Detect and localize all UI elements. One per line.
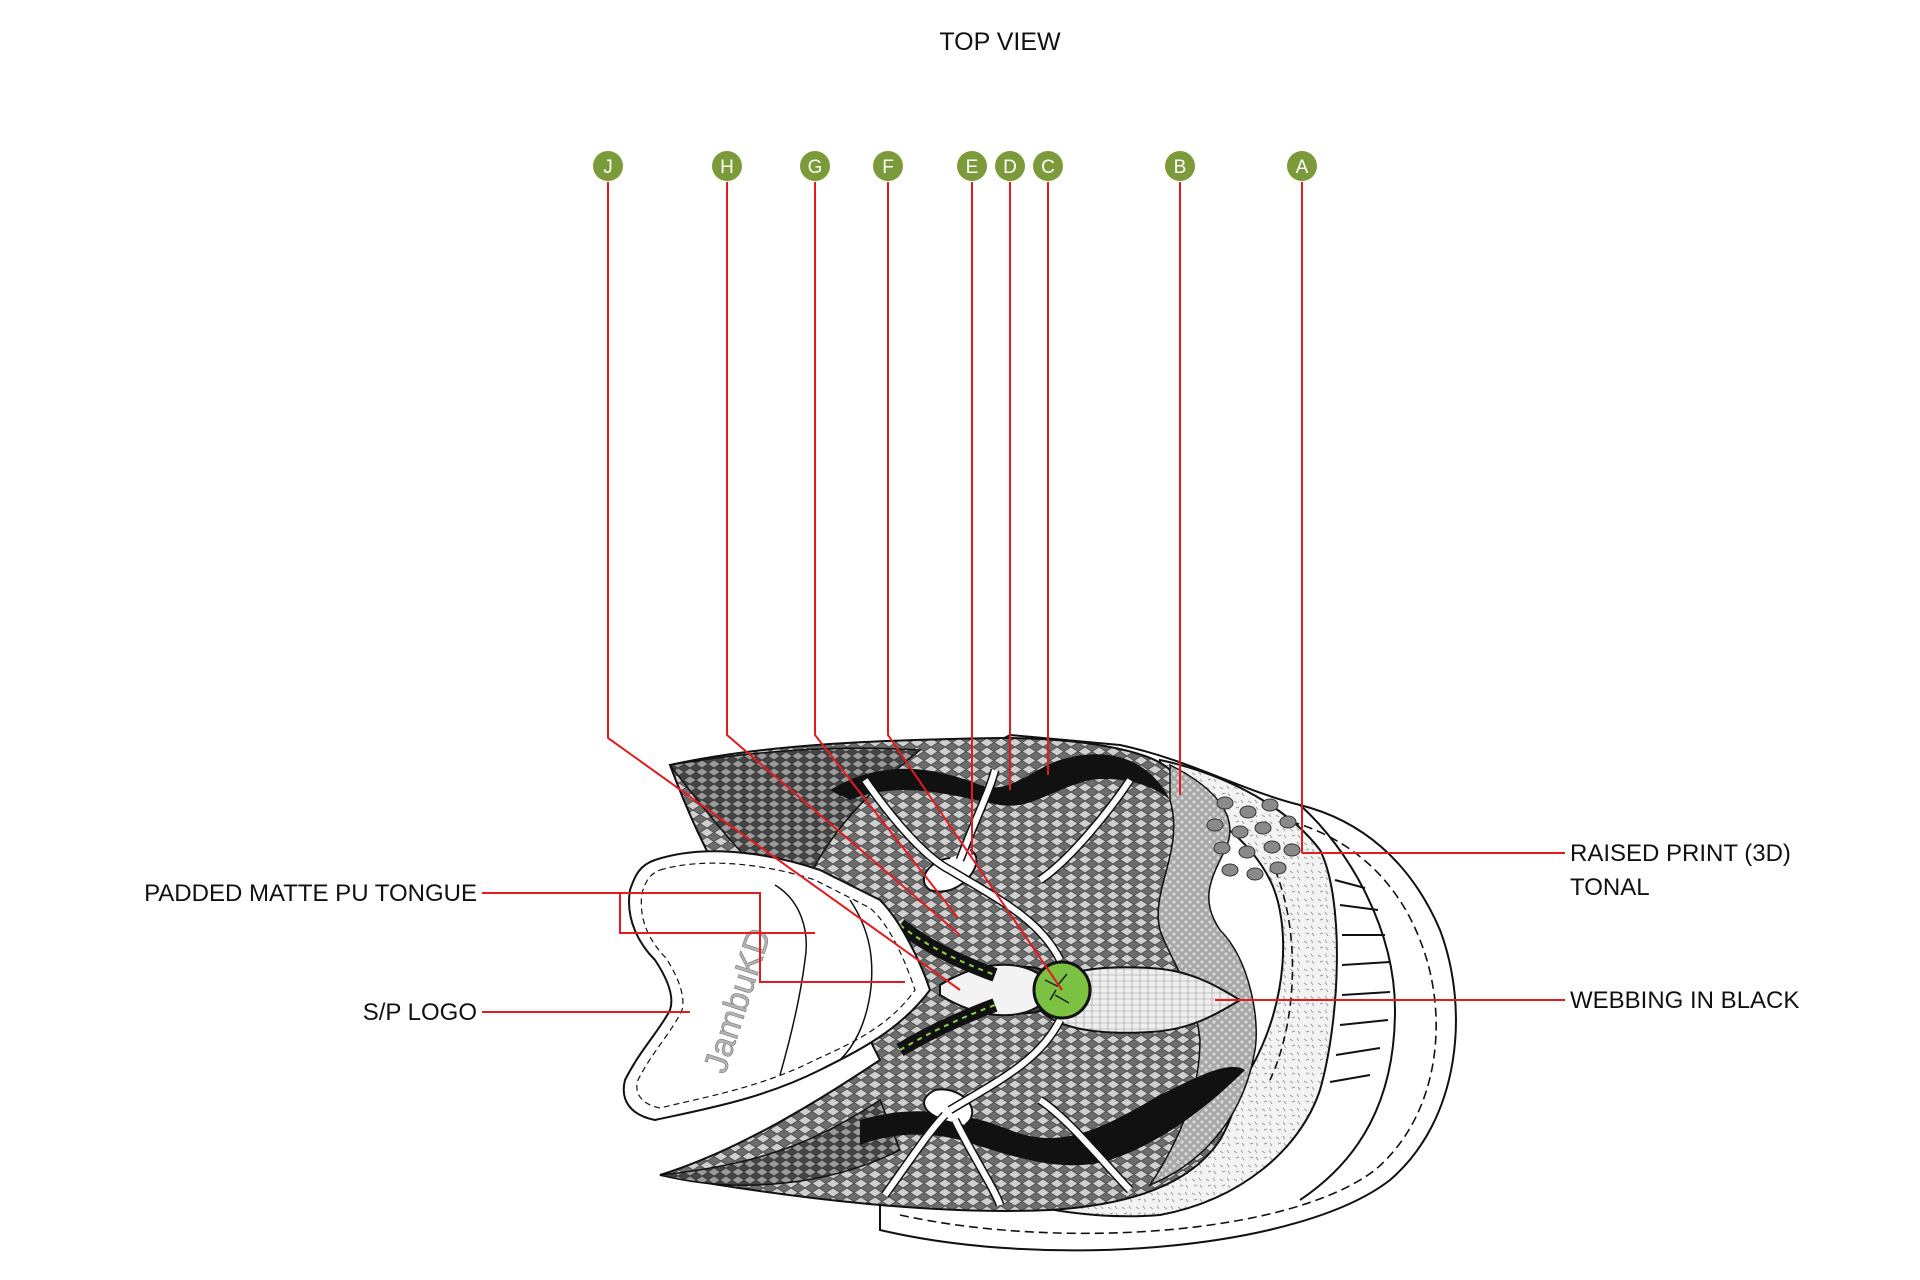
label-raised-print-tonal: TONAL — [1570, 874, 1650, 901]
callout-C-badge: C — [1033, 151, 1063, 181]
raised-print-dots — [1206, 796, 1301, 881]
svg-text:H: H — [720, 157, 734, 178]
svg-text:G: G — [808, 157, 823, 178]
tongue — [622, 850, 932, 1122]
svg-text:F: F — [882, 157, 894, 178]
callout-H-badge: H — [712, 151, 742, 181]
svg-text:B: B — [1174, 157, 1187, 178]
label-logo: S/P LOGO — [363, 999, 477, 1026]
page-title: TOP VIEW — [939, 28, 1061, 56]
callout-G-badge: G — [800, 151, 830, 181]
callout-A-badge: A — [1287, 151, 1317, 181]
svg-text:C: C — [1041, 157, 1055, 178]
cage-strap-bottom — [860, 1066, 1245, 1166]
label-webbing: WEBBING IN BLACK — [1570, 987, 1799, 1014]
callout-badges: J H G F E D C B — [593, 151, 1317, 181]
label-raised-print: RAISED PRINT (3D) — [1570, 840, 1791, 867]
speckle-collar — [988, 758, 1338, 1218]
svg-text:E: E — [966, 157, 979, 178]
svg-text:D: D — [1003, 157, 1017, 178]
callout-D-badge: D — [995, 151, 1025, 181]
callout-B-badge: B — [1165, 151, 1195, 181]
callout-J-badge: J — [593, 151, 623, 181]
svg-text:J: J — [603, 157, 613, 178]
callout-F-badge: F — [873, 151, 903, 181]
callout-E-badge: E — [957, 151, 987, 181]
heel-stripes — [1329, 879, 1391, 1083]
callout-leaders — [482, 182, 1565, 1013]
cage-strap-top — [830, 754, 1170, 806]
shoe-illustration: JambuKD — [622, 733, 1457, 1252]
label-tongue: PADDED MATTE PU TONGUE — [144, 880, 477, 907]
svg-text:A: A — [1296, 157, 1309, 178]
